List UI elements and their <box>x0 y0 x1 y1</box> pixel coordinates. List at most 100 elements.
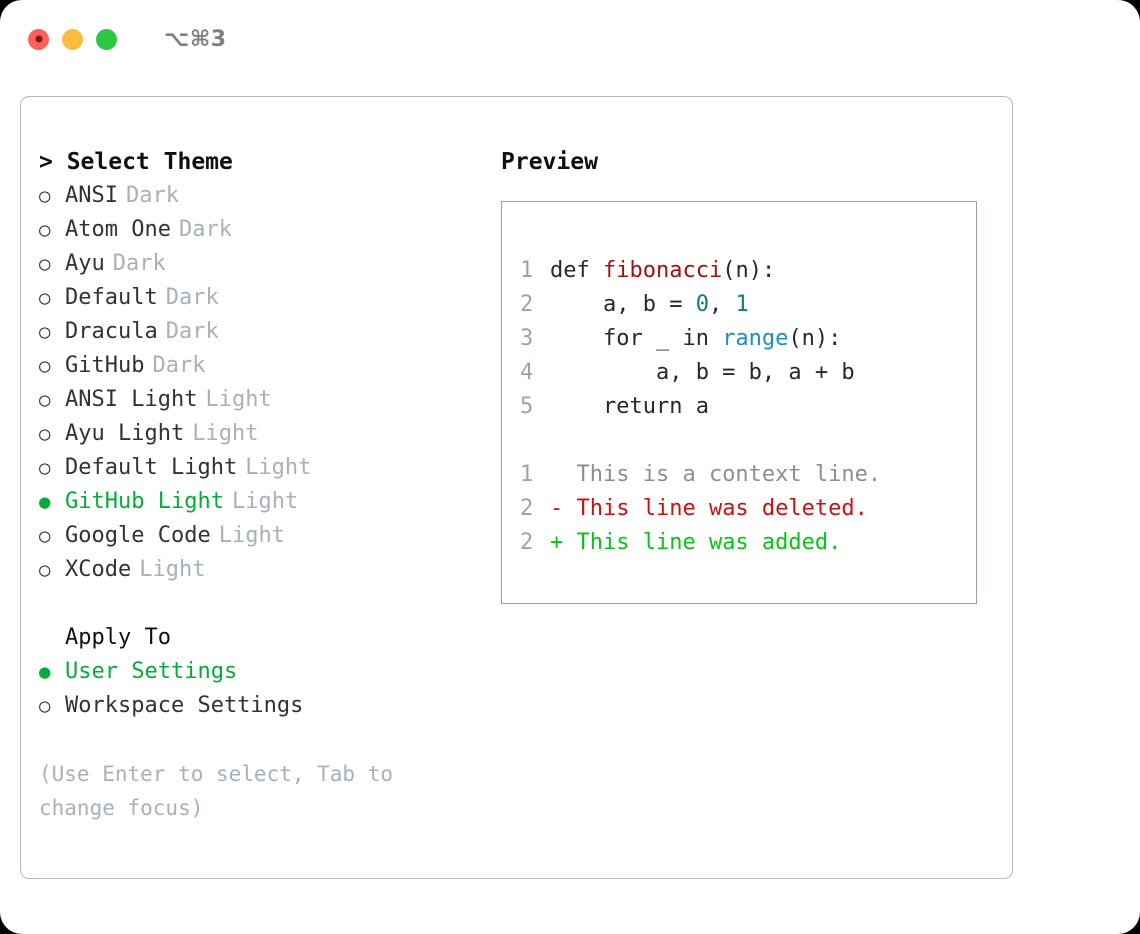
code-token-plain: def <box>550 258 603 283</box>
code-token-plain: a, b = <box>550 292 696 317</box>
radio-unselected-icon: ○ <box>39 253 51 275</box>
theme-option-default-light[interactable]: ○ Default Light Light <box>39 451 479 485</box>
code-blank-line <box>520 424 881 458</box>
code-token-call: range <box>722 326 789 351</box>
code-token-num: 1 <box>735 292 749 317</box>
preview-heading: Preview <box>501 149 598 175</box>
line-number: 3 <box>520 326 534 351</box>
diff-sign <box>550 458 563 492</box>
code-line-text: def fibonacci(n): <box>550 254 775 288</box>
theme-option-label: Google Code <box>65 523 211 548</box>
code-token-plain: (n): <box>722 258 776 283</box>
radio-unselected-icon: ○ <box>39 355 51 377</box>
radio-unselected-icon: ○ <box>39 219 51 241</box>
line-number: 2 <box>520 496 534 521</box>
theme-option-label: XCode <box>65 557 132 582</box>
code-line: 2 a, b = 0, 1 <box>520 288 881 322</box>
radio-unselected-icon: ○ <box>39 457 51 479</box>
diff-line-del: 2- This line was deleted. <box>520 492 881 526</box>
radio-selected-icon: ● <box>39 661 51 683</box>
apply-to-list[interactable]: ● User Settings ○Workspace Settings <box>39 655 479 723</box>
title-bar: ⌥⌘3 <box>0 0 1140 78</box>
code-line: 1 def fibonacci(n): <box>520 254 881 288</box>
theme-option-category: Light <box>231 489 299 514</box>
theme-option-label: Dracula <box>65 319 158 344</box>
diff-sign: - <box>550 496 564 521</box>
code-line: 4 a, b = b, a + b <box>520 356 881 390</box>
theme-option-ayu[interactable]: ○ Ayu Dark <box>39 247 479 281</box>
theme-option-category: Light <box>205 387 272 412</box>
radio-unselected-icon: ○ <box>39 389 51 411</box>
code-token-plain: return a <box>550 394 709 419</box>
close-window-button[interactable] <box>28 28 49 50</box>
theme-option-category: Light <box>245 455 312 480</box>
radio-unselected-icon: ○ <box>39 185 51 207</box>
diff-line-add: 2+ This line was added. <box>520 526 881 560</box>
traffic-lights <box>28 28 117 50</box>
theme-option-ansi[interactable]: ○ ANSI Dark <box>39 179 479 213</box>
theme-option-category: Dark <box>112 251 166 276</box>
theme-option-category: Dark <box>125 183 179 208</box>
line-number: 4 <box>520 360 534 385</box>
radio-unselected-icon: ○ <box>39 321 51 343</box>
code-token-plain: a, b = b, a + b <box>550 360 855 385</box>
apply-to-option-user-settings[interactable]: ● User Settings <box>39 655 479 689</box>
theme-option-google-code[interactable]: ○ Google Code Light <box>39 519 479 553</box>
theme-option-default[interactable]: ○ Default Dark <box>39 281 479 315</box>
apply-to-option-workspace-settings[interactable]: ○Workspace Settings <box>39 689 479 723</box>
diff-sign: + <box>550 530 564 555</box>
line-number: 1 <box>520 462 534 487</box>
theme-option-ansi-light[interactable]: ○ ANSI Light Light <box>39 383 479 417</box>
theme-option-label: ANSI <box>65 183 118 208</box>
code-line: 3 for _ in range(n): <box>520 322 881 356</box>
line-number: 1 <box>520 258 534 283</box>
theme-option-category: Dark <box>152 353 206 378</box>
maximize-window-button[interactable] <box>96 28 117 50</box>
theme-option-category: Light <box>218 523 285 548</box>
radio-unselected-icon: ○ <box>39 559 51 581</box>
theme-option-category: Light <box>192 421 259 446</box>
minimize-window-button[interactable] <box>62 28 83 50</box>
theme-option-dracula[interactable]: ○ Dracula Dark <box>39 315 479 349</box>
radio-unselected-icon: ○ <box>39 287 51 309</box>
code-line-text: a, b = b, a + b <box>550 356 855 390</box>
theme-option-category: Dark <box>165 319 219 344</box>
diff-line-text: This line was deleted. <box>563 496 868 521</box>
line-number: 2 <box>520 292 534 317</box>
theme-option-label: Ayu <box>65 251 105 276</box>
theme-option-label: GitHub <box>65 353 145 378</box>
apply-to-option-label: Workspace Settings <box>65 693 304 718</box>
radio-unselected-icon: ○ <box>39 525 51 547</box>
spacer <box>39 723 479 757</box>
radio-selected-icon: ● <box>39 491 51 513</box>
diff-line-text: This is a context line. <box>563 462 882 487</box>
theme-option-category: Dark <box>165 285 219 310</box>
apply-to-option-label: User Settings <box>65 659 238 684</box>
theme-option-label: Default <box>65 285 158 310</box>
theme-option-label: GitHub Light <box>65 489 224 514</box>
code-line-text: for _ in range(n): <box>550 322 841 356</box>
theme-option-label: ANSI Light <box>65 387 198 412</box>
code-token-plain: for _ in <box>550 326 723 351</box>
code-line: 5 return a <box>520 390 881 424</box>
spacer <box>39 587 479 621</box>
code-token-fn: fibonacci <box>602 258 723 283</box>
theme-option-github[interactable]: ○ GitHub Dark <box>39 349 479 383</box>
line-number: 5 <box>520 394 534 419</box>
theme-option-label: Atom One <box>65 217 171 242</box>
keyboard-shortcut-label: ⌥⌘3 <box>164 26 227 52</box>
theme-option-label: Default Light <box>65 455 238 480</box>
theme-option-label: Ayu Light <box>65 421 185 446</box>
theme-option-github-light[interactable]: ● GitHub Light Light <box>39 485 479 519</box>
